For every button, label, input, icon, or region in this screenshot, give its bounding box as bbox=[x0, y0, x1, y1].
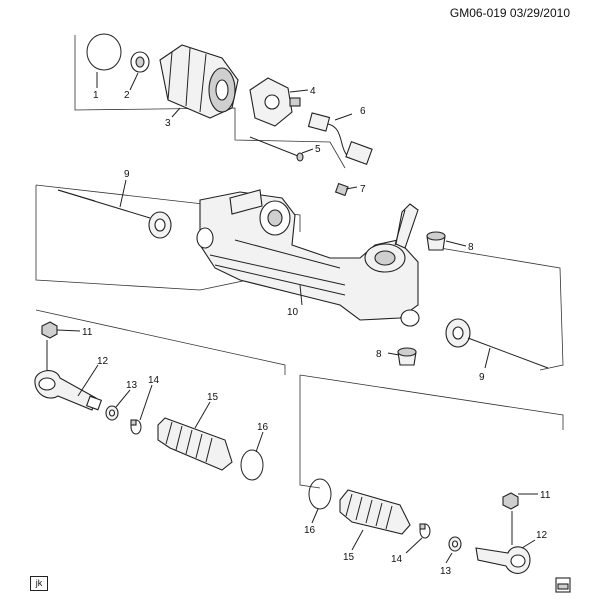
part-13-nut-right bbox=[448, 536, 462, 552]
callout-8b: 8 bbox=[376, 349, 382, 360]
callout-9a: 9 bbox=[124, 169, 130, 180]
callout-13b: 13 bbox=[440, 566, 452, 577]
callout-12b: 12 bbox=[536, 530, 548, 541]
callout-12a: 12 bbox=[97, 356, 109, 367]
part-11-nut-right bbox=[502, 492, 519, 510]
part-8-cap-lower bbox=[397, 347, 417, 366]
part-14-clamp-left bbox=[130, 419, 142, 435]
part-16-clamp-left bbox=[240, 449, 264, 481]
part-10-rack-housing bbox=[196, 189, 420, 327]
part-3-motor bbox=[159, 44, 239, 119]
leader-lines bbox=[56, 72, 538, 564]
callout-1: 1 bbox=[93, 90, 99, 101]
callout-5: 5 bbox=[315, 144, 321, 155]
part-5-bolt bbox=[249, 136, 304, 162]
part-1-o-ring bbox=[86, 33, 122, 71]
callout-11b: 11 bbox=[540, 490, 551, 501]
callout-2: 2 bbox=[124, 90, 130, 101]
corner-tag: jk bbox=[30, 576, 48, 591]
callout-15b: 15 bbox=[343, 552, 355, 563]
callout-9b: 9 bbox=[479, 372, 485, 383]
callout-10: 10 bbox=[287, 307, 299, 318]
part-6-harness bbox=[307, 112, 373, 165]
part-7-plug bbox=[334, 182, 349, 197]
callout-labels: 1 2 3 4 5 6 7 8 8 9 9 10 11 11 12 12 13 … bbox=[82, 86, 551, 577]
part-9-inner-tie-rod-left bbox=[57, 189, 172, 239]
callout-14a: 14 bbox=[148, 375, 160, 386]
callout-11a: 11 bbox=[82, 327, 93, 338]
callout-16b: 16 bbox=[304, 525, 316, 536]
callout-6: 6 bbox=[360, 106, 366, 117]
figure-id: GM06-019 03/29/2010 bbox=[449, 6, 570, 20]
callout-16a: 16 bbox=[257, 422, 269, 433]
part-13-nut-left bbox=[105, 405, 119, 421]
part-9-inner-tie-rod-right bbox=[445, 318, 549, 369]
callout-7: 7 bbox=[360, 184, 366, 195]
part-4-sensor bbox=[249, 77, 301, 127]
callout-4: 4 bbox=[310, 86, 316, 97]
callout-15a: 15 bbox=[207, 392, 219, 403]
callout-13a: 13 bbox=[126, 380, 138, 391]
printer-icon bbox=[555, 577, 571, 593]
callout-3: 3 bbox=[165, 118, 171, 129]
part-12-outer-tie-rod-end-left bbox=[34, 340, 103, 411]
part-16-clamp-right bbox=[308, 478, 332, 510]
callout-8a: 8 bbox=[468, 242, 474, 253]
part-15-boot-right bbox=[339, 489, 411, 535]
callout-14b: 14 bbox=[391, 554, 403, 565]
part-11-nut-left bbox=[41, 321, 58, 339]
part-12-outer-tie-rod-end-right bbox=[475, 511, 531, 574]
part-15-boot-left bbox=[157, 417, 233, 471]
part-2-bearing bbox=[130, 51, 150, 73]
part-14-clamp-right bbox=[419, 523, 431, 539]
part-8-cap-upper bbox=[426, 231, 446, 251]
